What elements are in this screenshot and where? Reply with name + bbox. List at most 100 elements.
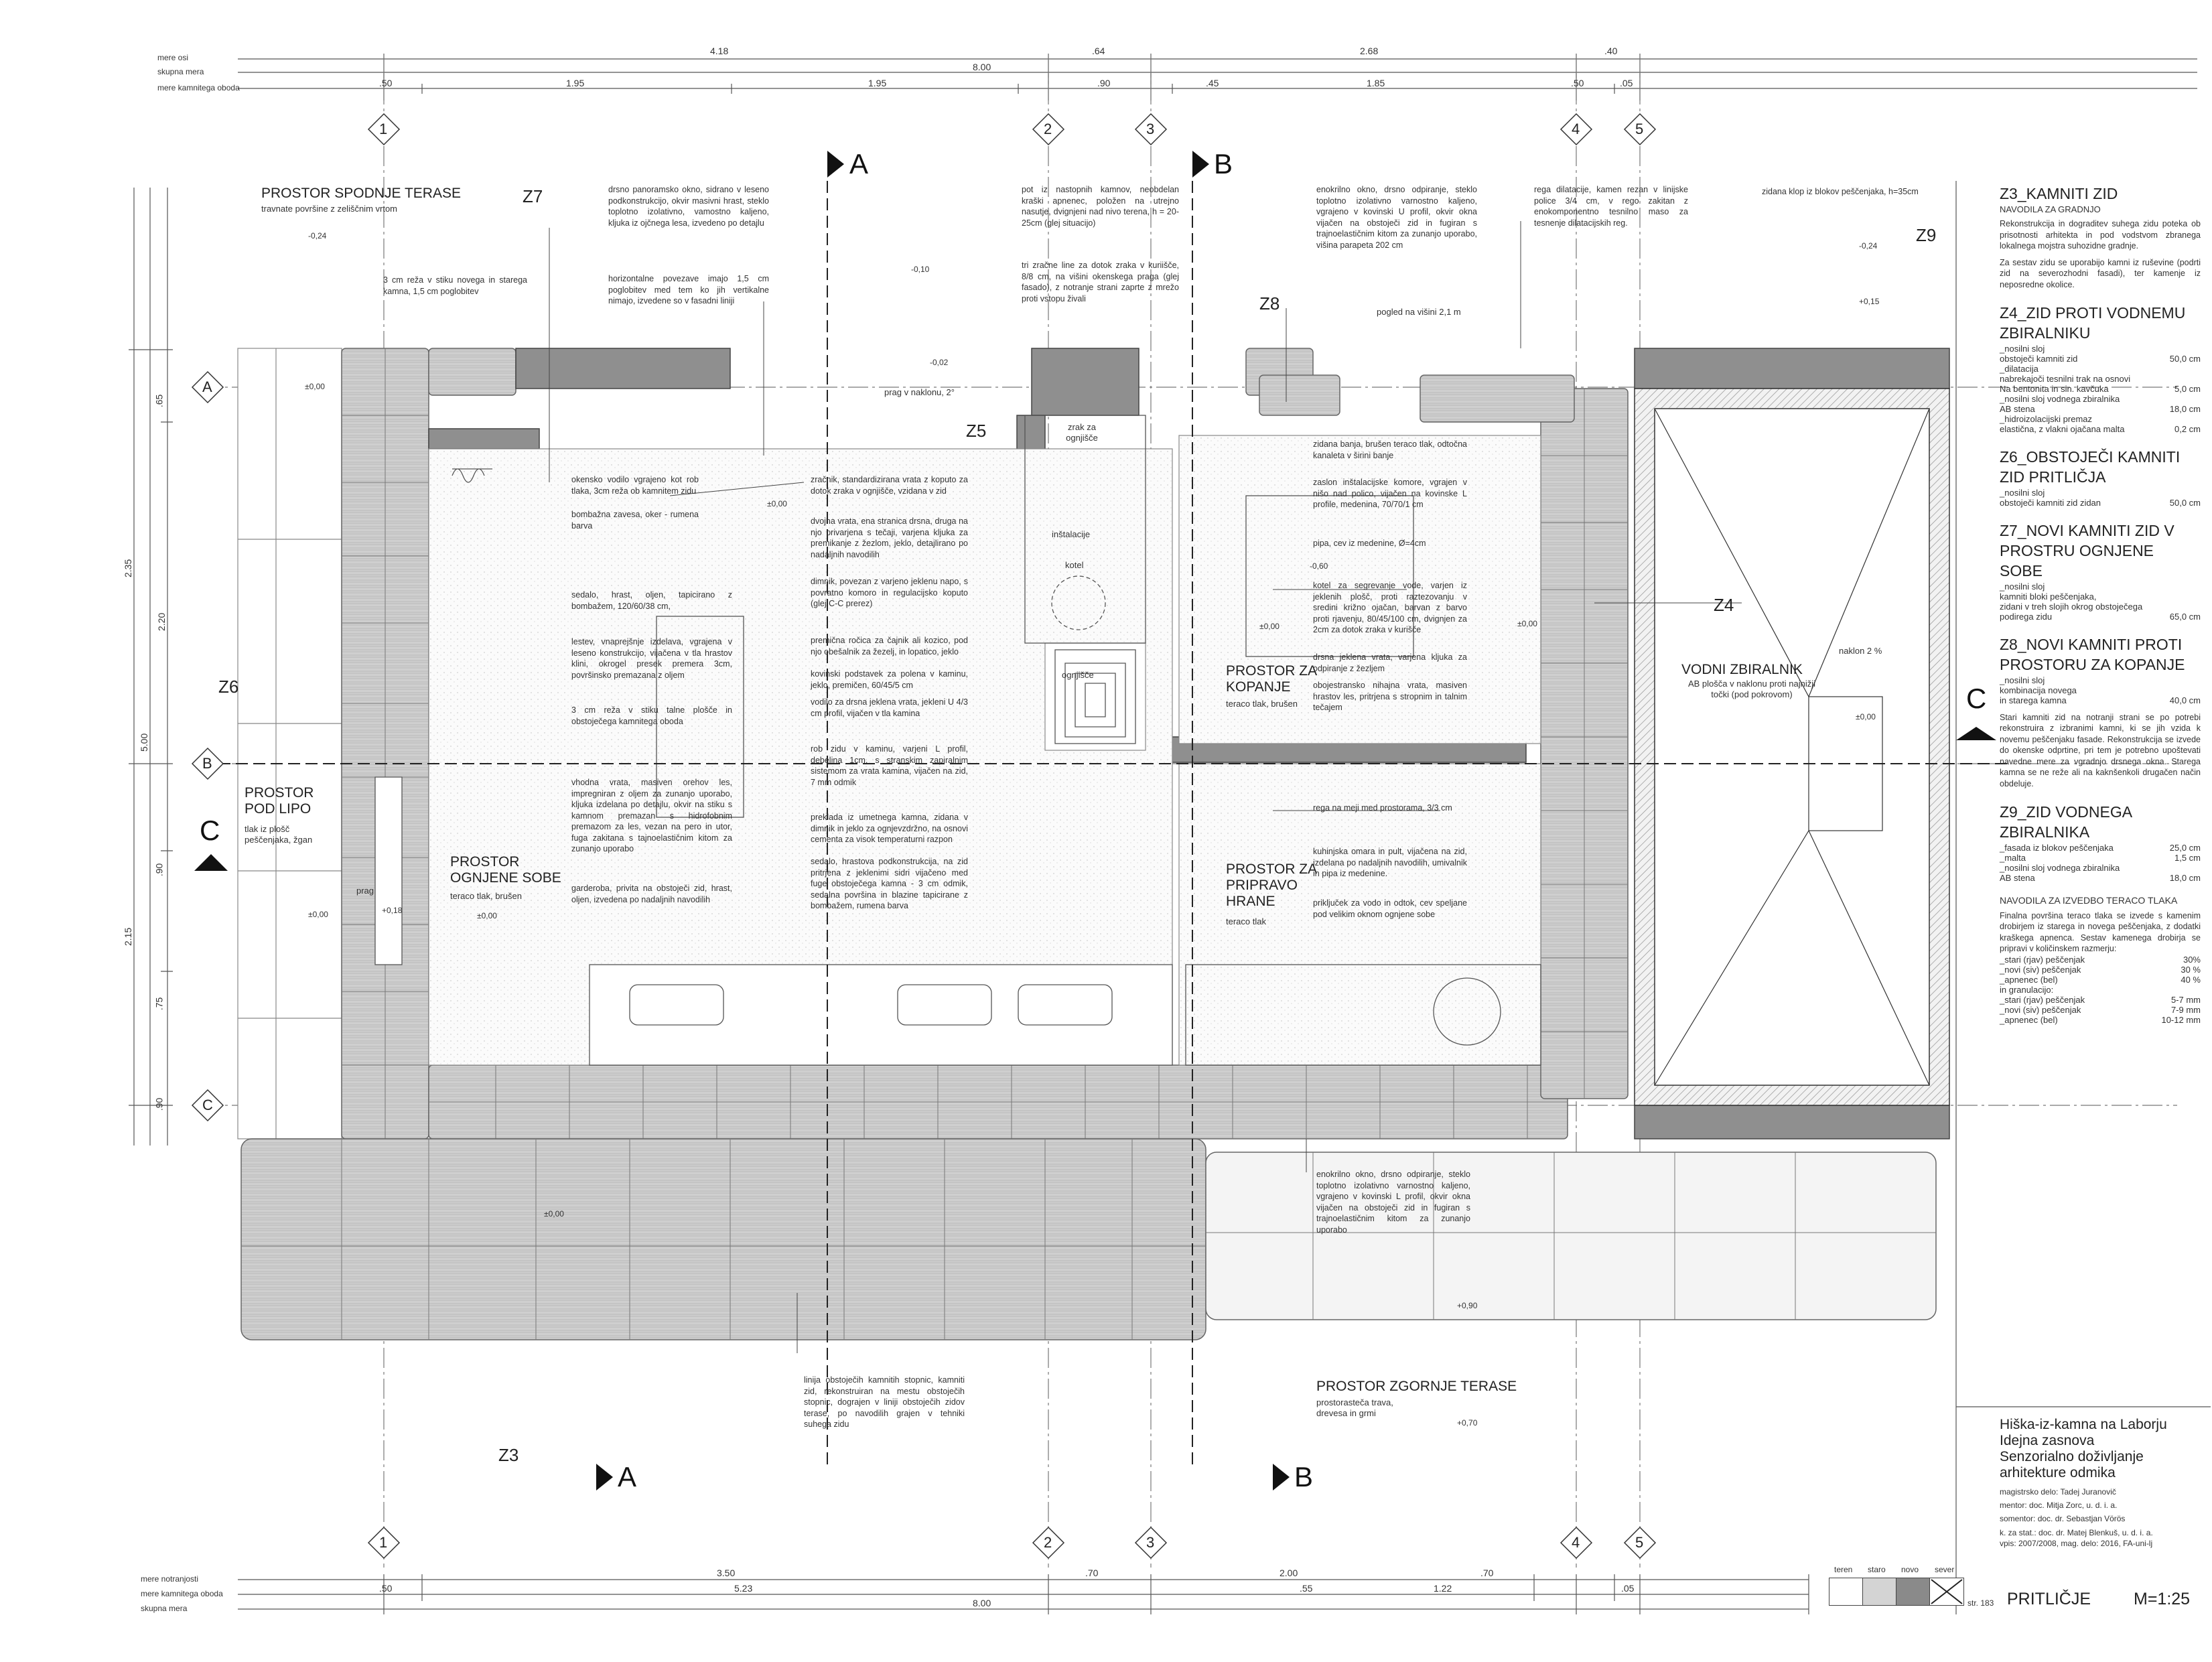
grid-col-4-top: 4: [1572, 121, 1580, 137]
project-title-line: Senzorialno doživljanje: [2000, 1449, 2144, 1465]
level-marker: ±0,00: [308, 910, 328, 919]
dim-stone-2: 1.95: [566, 78, 585, 88]
title-block: Hiška-iz-kamna na Laborju Idejna zasnova…: [2000, 1417, 2201, 1549]
note-install-screen: zaslon inštalacijske komore, vgrajen v n…: [1313, 478, 1467, 509]
dim-axis-4: .40: [1604, 46, 1618, 56]
grid-row-a: A: [202, 378, 212, 395]
legend-label-old: staro: [1868, 1565, 1886, 1574]
label-boiler: kotel: [1065, 560, 1084, 570]
terrace-stone-joints: [241, 1139, 1936, 1340]
note-bench: zidana klop iz blokov peščenjaka, h=35cm: [1762, 187, 1919, 196]
spec-row: _nosilni sloj: [2000, 488, 2045, 498]
dim-stone-5: .45: [1206, 78, 1219, 88]
room-food-prep: PROSTOR ZA PRIPRAVO HRANE: [1226, 861, 1316, 910]
legend-swatch-new: [1896, 1578, 1931, 1606]
note-chimney: dimnik, povezan z varjeno jeklenu napo, …: [811, 577, 968, 608]
spec-row: _nosilni sloj: [2000, 344, 2045, 354]
spec-row: _apnenec (bel)10-12 mm: [2000, 1014, 2201, 1025]
dim-label-stone: mere kamnitega oboda: [157, 83, 240, 92]
room-bathing: PROSTOR ZA KOPANJE: [1226, 663, 1316, 695]
dim-left-6: .90: [153, 863, 165, 877]
grid-col-3-top: 3: [1146, 121, 1155, 137]
dim-stone-b4: 1.22: [1434, 1583, 1452, 1594]
grid-col-2-top: 2: [1044, 121, 1052, 137]
water-tank: [1634, 388, 1950, 1106]
spec-z3-text: Rekonstrukcija in dograditev suhega zidu…: [2000, 219, 2201, 251]
wall-tag-z4: Z4: [1714, 595, 1734, 615]
room-under-linden: PROSTOR POD LIPO: [245, 785, 314, 817]
grid-col-1-bottom: 1: [379, 1534, 388, 1551]
spec-row: kamniti bloki peščenjaka,: [2000, 591, 2097, 602]
wall-tag-z9: Z9: [1916, 225, 1937, 245]
dim-axis-1: 4.18: [710, 46, 729, 56]
dim-total-bottom: 8.00: [973, 1598, 991, 1608]
note-window-south: enokrilno okno, drsno odpiranje, steklo …: [1316, 1170, 1470, 1235]
dim-stone-b2: 5.23: [734, 1583, 753, 1594]
dim-left-2: 5.00: [139, 733, 150, 752]
note-door-guide: vodilo za drsna jeklena vrata, jekleni U…: [811, 697, 968, 718]
note-lintel: preklada iz umetnega kamna, zidana v dim…: [811, 813, 968, 844]
wall-tag-z6: Z6: [218, 677, 239, 697]
dim-inner-4: .70: [1480, 1568, 1494, 1578]
room-water-tank: VODNI ZBIRALNIK: [1681, 662, 1803, 677]
note-room-gap: rega na meji med prostorama, 3/3 cm: [1313, 803, 1452, 813]
note-bench-seat: sedalo, hrastova podkonstrukcija, na zid…: [811, 857, 968, 910]
spec-row: _hidroizolacijski premaz: [2000, 414, 2092, 425]
room-upper-terrace-sub: prostorasteča trava, drevesa in grmi: [1316, 1397, 1393, 1418]
grid-col-1-top: 1: [379, 121, 388, 137]
label-threshold: prag: [356, 886, 374, 896]
label-air: zrak za ognjišče: [1066, 422, 1098, 443]
sheet-scale: M=1:25: [2134, 1590, 2191, 1608]
spec-row: _nosilni sloj: [2000, 675, 2045, 685]
terrace-stones: [240, 1138, 1937, 1340]
legend-label-terrain: teren: [1834, 1565, 1853, 1574]
note-water-connection: priključek za vodo in odtok, cev speljan…: [1313, 898, 1467, 919]
spec-row: _nosilni sloj: [2000, 581, 2045, 592]
dim-label-stone-bottom: mere kamnitega oboda: [141, 1589, 223, 1598]
dim-stone-7: .50: [1571, 78, 1584, 88]
note-curtain: bombažna zavesa, oker - rumena barva: [571, 510, 699, 531]
room-fire-sub: teraco tlak, brušen: [450, 891, 522, 901]
legend-swatch-old: [1862, 1578, 1897, 1606]
spec-row: zidani v treh slojih okrog obstoječega: [2000, 601, 2143, 612]
leader-lines: [549, 221, 1742, 1353]
level-marker: -0,10: [911, 265, 930, 274]
note-stone-gap: 3 cm reža v stiku novega in starega kamn…: [383, 275, 527, 296]
section-cut-lines: [201, 181, 2010, 1467]
note-tap: pipa, cev iz medenine, Ø=4cm: [1313, 539, 1426, 548]
grid-col-4-bottom: 4: [1572, 1534, 1580, 1551]
level-marker: -0,60: [1310, 561, 1328, 571]
dim-total-top: 8.00: [973, 62, 991, 72]
dim-stone-1: .50: [379, 78, 393, 88]
note-fireplace-edge: rob zidu v kaminu, varjeni L profil, deb…: [811, 744, 968, 787]
level-marker: ±0,00: [1856, 712, 1876, 721]
level-marker: -0,24: [1859, 241, 1878, 251]
section-a-bottom: A: [618, 1461, 637, 1493]
note-dilatation: rega dilatacije, kamen rezan v linijske …: [1534, 185, 1688, 228]
credit-line: somentor: doc. dr. Sebastjan Vörös: [2000, 1514, 2126, 1524]
grid-col-3-bottom: 3: [1146, 1534, 1155, 1551]
project-title-line: Idejna zasnova: [2000, 1433, 2095, 1449]
legend-label-new: novo: [1901, 1565, 1919, 1574]
spec-z3-text2: Za sestav zidu se uporabijo kamni iz ruš…: [2000, 257, 2201, 289]
note-sliding-door: drsna jeklena vrata, varjena kljuka za o…: [1313, 652, 1467, 673]
level-marker: ±0,00: [544, 1209, 564, 1219]
spec-z6-title: Z6_OBSTOJEČI KAMNITI ZID PRITLIČJA: [2000, 448, 2181, 486]
legend-label-north: sever: [1935, 1565, 1955, 1574]
credit-line: magistrsko delo: Tadej Juranovič: [2000, 1486, 2116, 1497]
credit-line: vpis: 2007/2008, mag. delo: 2016, FA-uni…: [2000, 1539, 2153, 1549]
grid-col-5-top: 5: [1635, 121, 1644, 137]
note-kitchen: kuhinjska omara in pult, vijačena na zid…: [1313, 847, 1467, 878]
dim-inner-1: 3.50: [717, 1568, 736, 1578]
dim-left-7: .75: [153, 997, 165, 1011]
